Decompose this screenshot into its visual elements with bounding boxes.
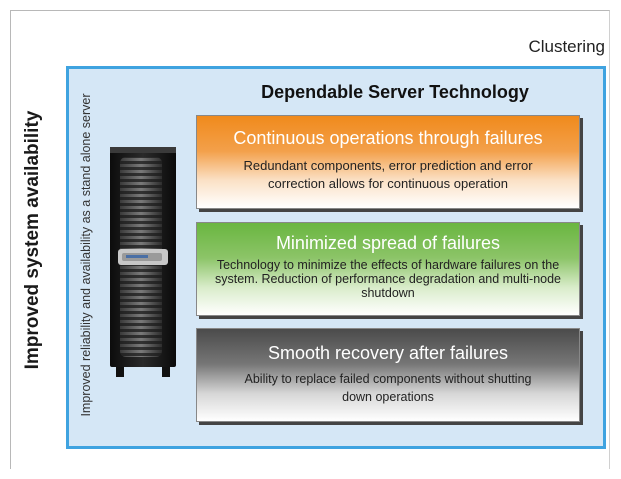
box-heading: Minimized spread of failures [275,233,501,253]
box-body: Ability to replace failed components wit… [244,372,532,404]
inner-axis-label: Improved reliability and availability as… [79,93,93,417]
continuous-operations-box: Continuous operations through failures R… [196,115,580,209]
box-heading: Smooth recovery after failures [267,343,509,363]
outer-frame [10,10,610,469]
server-rack-image [108,143,180,384]
smooth-recovery-box: Smooth recovery after failures Ability t… [196,328,580,422]
box-heading: Continuous operations through failures [233,128,543,148]
clustering-label: Clustering [528,37,605,56]
panel-title: Dependable Server Technology [261,82,529,102]
outer-axis-label: Improved system availability [22,110,43,370]
minimized-spread-box: Minimized spread of failures Technology … [196,222,580,316]
box-body: Redundant components, error prediction a… [243,158,533,191]
box-body: Technology to minimize the effects of ha… [214,258,562,300]
